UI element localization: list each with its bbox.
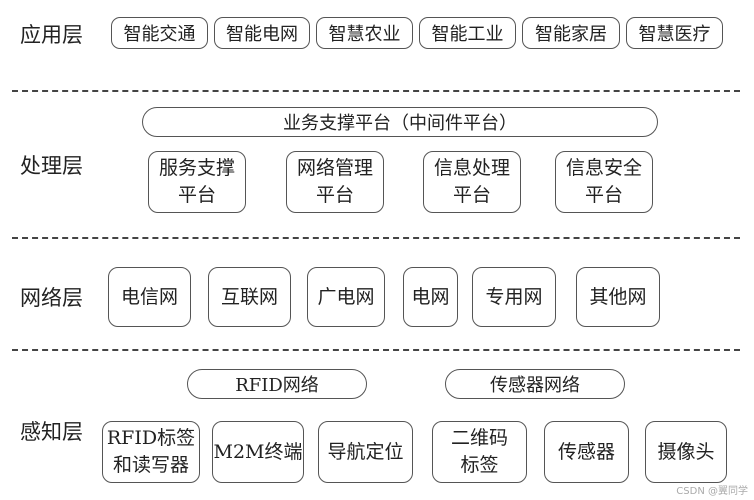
network-item-private: 专用网 — [472, 267, 556, 327]
middleware-platform-bar: 业务支撑平台（中间件平台） — [142, 107, 658, 137]
network-item-power-grid: 电网 — [403, 267, 458, 327]
application-layer-label: 应用层 — [20, 23, 83, 47]
processing-item-information-processing: 信息处理 平台 — [423, 151, 521, 213]
layer-separator — [12, 90, 740, 92]
application-item-smart-medical: 智慧医疗 — [626, 17, 723, 49]
network-item-broadcast: 广电网 — [307, 267, 385, 327]
network-item-internet: 互联网 — [208, 267, 291, 327]
network-layer-label: 网络层 — [20, 286, 83, 310]
network-item-other: 其他网 — [576, 267, 660, 327]
rfid-network-bar: RFID网络 — [187, 369, 367, 399]
perception-item-camera: 摄像头 — [645, 421, 727, 483]
processing-item-information-security: 信息安全 平台 — [555, 151, 653, 213]
perception-item-navigation: 导航定位 — [318, 421, 413, 483]
perception-item-qr-code-tag: 二维码 标签 — [432, 421, 527, 483]
application-item-smart-grid: 智能电网 — [214, 17, 310, 49]
network-item-telecom: 电信网 — [108, 267, 191, 327]
application-item-smart-transport: 智能交通 — [111, 17, 208, 49]
processing-layer-label: 处理层 — [20, 154, 83, 178]
processing-item-network-management: 网络管理 平台 — [286, 151, 384, 213]
processing-item-service-support: 服务支撑 平台 — [148, 151, 246, 213]
application-item-smart-industry: 智能工业 — [419, 17, 516, 49]
application-item-smart-agriculture: 智慧农业 — [316, 17, 413, 49]
application-item-smart-home: 智能家居 — [522, 17, 620, 49]
watermark-text: CSDN @翼同学 — [676, 486, 748, 497]
perception-layer-label: 感知层 — [20, 420, 83, 444]
perception-item-rfid-tag-reader: RFID标签 和读写器 — [102, 421, 200, 483]
perception-item-m2m-terminal: M2M终端 — [212, 421, 304, 483]
sensor-network-bar: 传感器网络 — [445, 369, 625, 399]
perception-item-sensor: 传感器 — [544, 421, 629, 483]
layer-separator — [12, 349, 740, 351]
layer-separator — [12, 237, 740, 239]
